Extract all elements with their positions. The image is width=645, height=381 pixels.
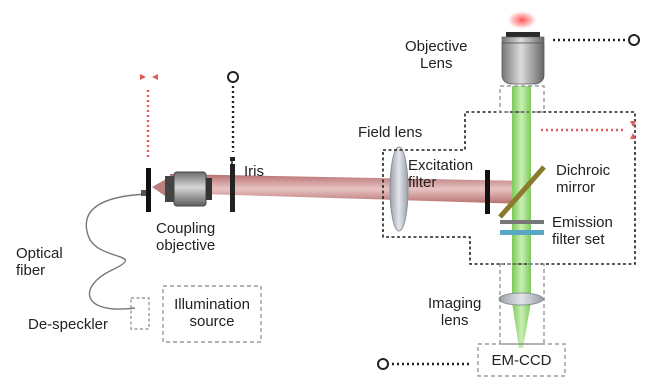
emission-filter-2 [500, 230, 544, 235]
red-arrow-right [152, 74, 158, 80]
emission-beam [512, 86, 531, 348]
optical-fiber-line [85, 193, 149, 310]
objective-mount-outline [499, 85, 545, 113]
iris-plate [230, 164, 235, 212]
filter-cube-outline [382, 111, 636, 265]
emission-filter-1 [500, 220, 544, 224]
iris-motion-marker [227, 71, 239, 83]
field-lens-label: Field lens [358, 124, 423, 141]
camera-motion-marker [377, 358, 389, 370]
emccd-box [477, 343, 566, 377]
iris-cap [230, 157, 235, 161]
excitation-beam [170, 174, 527, 204]
illumination-source-box [162, 285, 262, 343]
red-arrow-left [140, 74, 146, 80]
field-lens [389, 146, 409, 232]
de-speckler-label: De-speckler [28, 316, 109, 333]
excitation-filter [485, 170, 490, 214]
objective-lens [501, 10, 545, 85]
objective-motion-marker [628, 34, 640, 46]
iris-label: Iris [244, 163, 264, 180]
red-arrow-up [630, 121, 636, 127]
fiber-mount-plate [146, 168, 151, 212]
imaging-lens [498, 292, 544, 306]
detection-tube-outline [499, 263, 545, 345]
dichroic-mirror [498, 165, 546, 219]
de-speckler-box [130, 297, 150, 330]
red-arrow-down [630, 133, 636, 139]
em-ccd-label: EM-CCD [491, 352, 552, 369]
coupling-objective [152, 171, 212, 207]
